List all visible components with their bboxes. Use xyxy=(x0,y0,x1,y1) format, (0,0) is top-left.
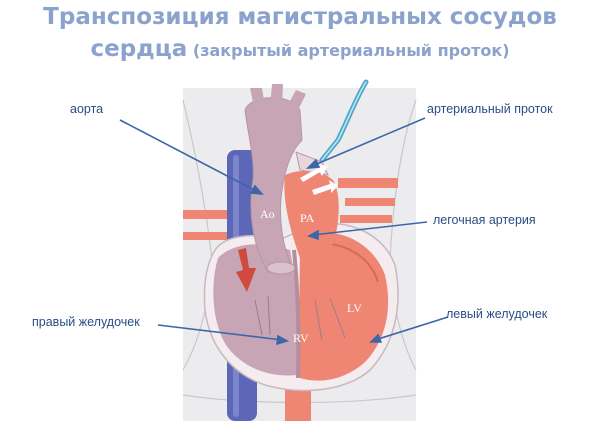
pulmonary-branch-right-1 xyxy=(338,178,398,188)
aortic-branch-2 xyxy=(270,84,283,108)
pulmonary-branch-right-3 xyxy=(340,215,392,223)
diagram-label-pa: PA xyxy=(300,211,315,225)
diagram-label-rv: RV xyxy=(293,331,309,345)
aortic-valve xyxy=(267,262,295,274)
label-right-ventricle: правый желудочек xyxy=(32,315,140,329)
label-pulmonary-artery: легочная артерия xyxy=(433,213,536,227)
label-ductus: артериальный проток xyxy=(427,102,553,116)
pulmonary-branch-right-2 xyxy=(345,198,395,206)
label-aorta: аорта xyxy=(70,102,103,116)
diagram-label-ao: Ao xyxy=(260,207,275,221)
diagram-label-lv: LV xyxy=(347,301,362,315)
label-left-ventricle: левый желудочек xyxy=(446,307,547,321)
